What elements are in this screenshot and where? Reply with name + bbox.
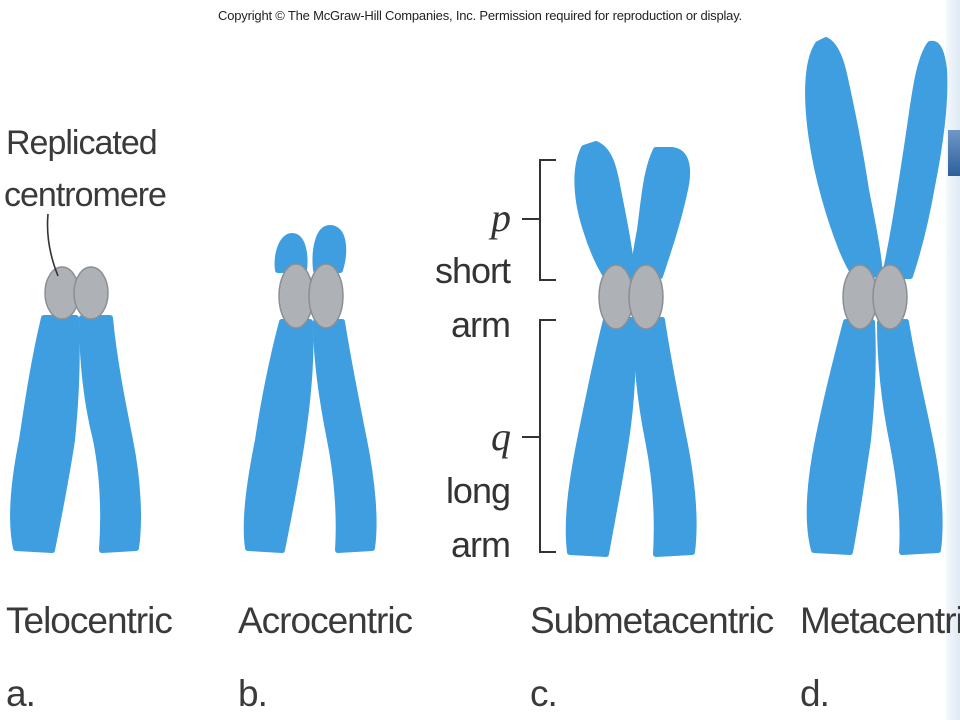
chromatid-right xyxy=(877,319,943,555)
panel-letter-c: c. xyxy=(530,673,558,714)
chromatid-right xyxy=(313,319,377,553)
chromatid-left xyxy=(574,141,635,279)
q-arm-label-line1: long xyxy=(445,470,511,511)
centromere-left xyxy=(842,264,878,330)
q-arm-bracket xyxy=(522,319,556,553)
acrocentric-chromosome xyxy=(243,225,377,553)
q-arm-letter: q xyxy=(400,417,511,457)
centromere-left xyxy=(598,264,634,330)
metacentric-chromosome xyxy=(805,37,948,555)
panel-letter-a: a. xyxy=(6,673,36,714)
chromatid-left xyxy=(805,37,883,279)
panel-letter-d: d. xyxy=(800,673,830,714)
arm-brackets xyxy=(522,159,556,553)
chromatid-right xyxy=(633,317,697,557)
chromosome-name-acrocentric: Acrocentric xyxy=(238,600,413,641)
copyright-notice: Copyright © The McGraw-Hill Companies, I… xyxy=(218,8,742,23)
callout-line1: Replicated xyxy=(6,124,158,162)
centromere-right xyxy=(308,263,344,329)
p-arm-label-line2: arm xyxy=(451,304,511,345)
callout-leader-line xyxy=(46,213,59,277)
q-arm-label-line2: arm xyxy=(451,524,511,565)
chromatid-right xyxy=(79,315,141,553)
chromosome-name-telocentric: Telocentric xyxy=(6,600,173,641)
centromere-left xyxy=(278,263,314,329)
chromatid-right xyxy=(312,225,347,273)
panel-letter-b: b. xyxy=(238,673,268,714)
centromere-right xyxy=(628,264,664,330)
telocentric-chromosome xyxy=(10,266,141,553)
p-letter: p xyxy=(491,195,511,240)
q-letter: q xyxy=(491,414,511,459)
slide-right-edge xyxy=(946,0,960,720)
chromatid-left xyxy=(274,233,308,273)
p-arm-letter: p xyxy=(400,198,511,238)
chromosome-name-metacentric: Metacentric xyxy=(800,600,960,641)
chromatid-left xyxy=(243,319,314,553)
chromatid-right xyxy=(629,147,691,279)
callout-line2: centromere xyxy=(4,176,167,214)
p-arm-bracket xyxy=(522,159,556,281)
chromosome-name-submetacentric: Submetacentric xyxy=(530,600,774,641)
centromere-right xyxy=(73,266,109,320)
chromatid-left xyxy=(565,317,636,557)
chromatid-right xyxy=(881,40,948,279)
chromatid-left xyxy=(806,319,876,555)
p-arm-label-line1: short xyxy=(434,250,511,291)
centromere-right xyxy=(872,264,908,330)
submetacentric-chromosome xyxy=(565,141,697,557)
slide-accent-bar xyxy=(948,130,960,176)
chromatid-left xyxy=(10,315,80,553)
